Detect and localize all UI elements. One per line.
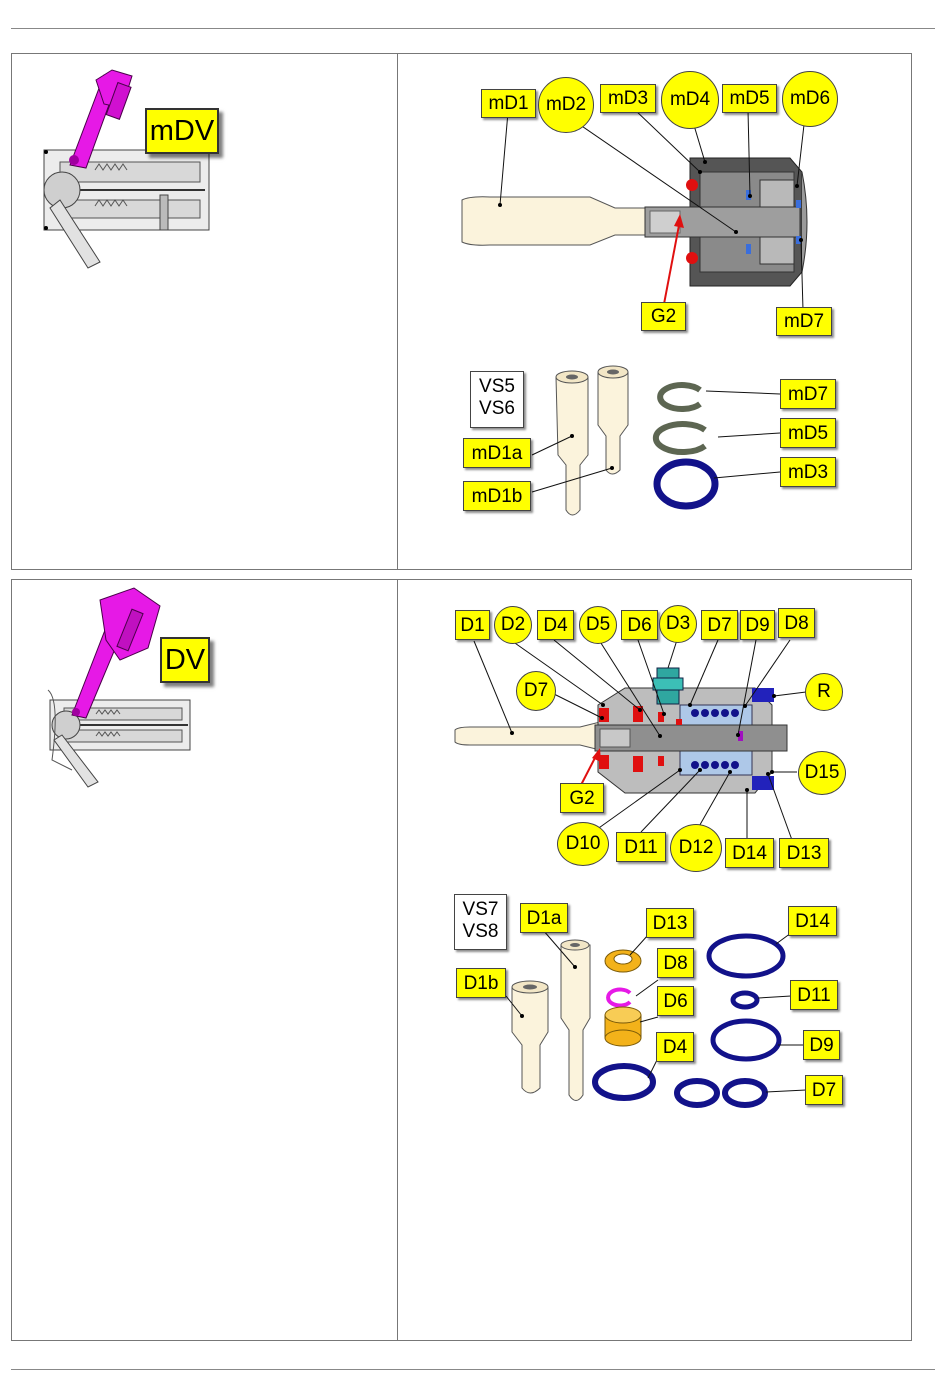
callout-D8-part: D8 bbox=[657, 948, 694, 978]
callout-D1b: D1b bbox=[456, 968, 506, 998]
variant-line-1: VS7 bbox=[455, 899, 506, 921]
callout-D6-part: D6 bbox=[657, 986, 694, 1016]
callout-D1a: D1a bbox=[520, 903, 568, 933]
callout-D13-part: D13 bbox=[646, 908, 694, 938]
callout-D9-part: D9 bbox=[803, 1030, 840, 1060]
variant-box-vs7-vs8: VS7 VS8 bbox=[454, 894, 507, 950]
callout-D4-part: D4 bbox=[656, 1032, 694, 1062]
dv-parts-illustration bbox=[0, 0, 950, 1200]
callout-D7-part: D7 bbox=[805, 1075, 843, 1105]
bottom-rule bbox=[11, 1369, 935, 1370]
callout-D11-part: D11 bbox=[790, 980, 838, 1010]
variant-line-2: VS8 bbox=[455, 921, 506, 943]
callout-D14-part: D14 bbox=[788, 906, 837, 936]
